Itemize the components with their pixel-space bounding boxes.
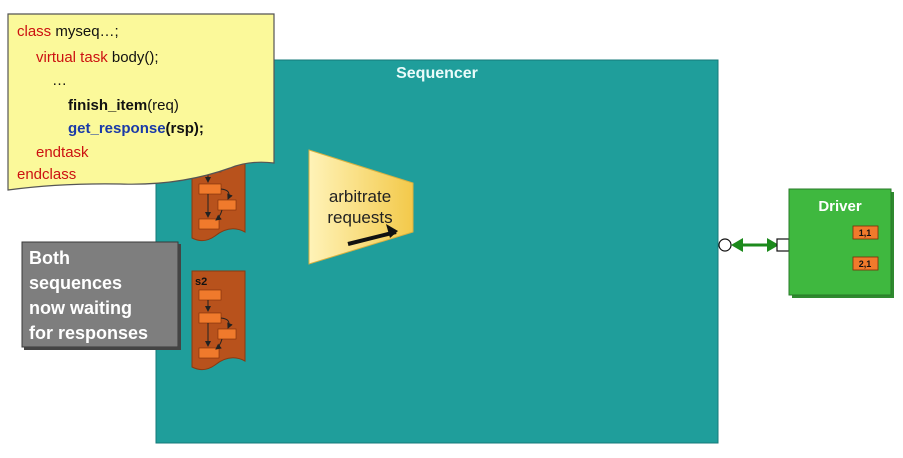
- export-port-icon: [718, 238, 732, 252]
- seq-item: [198, 289, 222, 301]
- import-port-icon: [776, 238, 790, 252]
- double-arrow-icon: [731, 238, 779, 252]
- code-line-2: virtual task body();: [36, 49, 159, 66]
- callout-line-1: Both: [29, 248, 70, 268]
- callout-line-2: sequences: [29, 273, 122, 293]
- callout-line-4: for responses: [29, 323, 148, 343]
- seq-item: [198, 312, 222, 324]
- driver-block: Driver 1,1 2,1: [788, 188, 894, 298]
- sequence-s2: s2: [191, 270, 246, 371]
- arbitration-arrow-icon: [347, 230, 397, 246]
- code-line-5: get_response(rsp);: [68, 120, 204, 137]
- sequence-s2-label: s2: [195, 276, 207, 288]
- code-line-6: endtask: [36, 144, 89, 161]
- seq-item: [198, 347, 220, 359]
- driver-label: Driver: [818, 198, 862, 215]
- callout-box: Both sequences now waiting for responses: [21, 241, 181, 350]
- svg-text:1,1: 1,1: [859, 228, 872, 238]
- code-line-7: endclass: [17, 166, 76, 183]
- driver-item: 1,1: [852, 225, 879, 240]
- seq-item: [198, 218, 220, 230]
- seq-item: [217, 199, 237, 211]
- code-line-3: …: [52, 72, 67, 89]
- svg-text:2,1: 2,1: [859, 259, 872, 269]
- code-line-1: class myseq…;: [17, 23, 119, 40]
- arbiter-line1: arbitrate: [329, 187, 391, 206]
- callout-line-3: now waiting: [29, 298, 132, 318]
- code-line-4: finish_item(req): [68, 97, 179, 114]
- seq-item: [198, 183, 222, 195]
- sequencer-label: Sequencer: [396, 65, 478, 82]
- seq-item: [217, 328, 237, 340]
- code-note: class myseq…; virtual task body(); … fin…: [7, 13, 275, 191]
- driver-item: 2,1: [852, 256, 879, 271]
- arbiter-line2: requests: [327, 208, 392, 227]
- arbiter: arbitrate requests: [308, 149, 414, 265]
- arbitration-arrow-head: [386, 224, 398, 238]
